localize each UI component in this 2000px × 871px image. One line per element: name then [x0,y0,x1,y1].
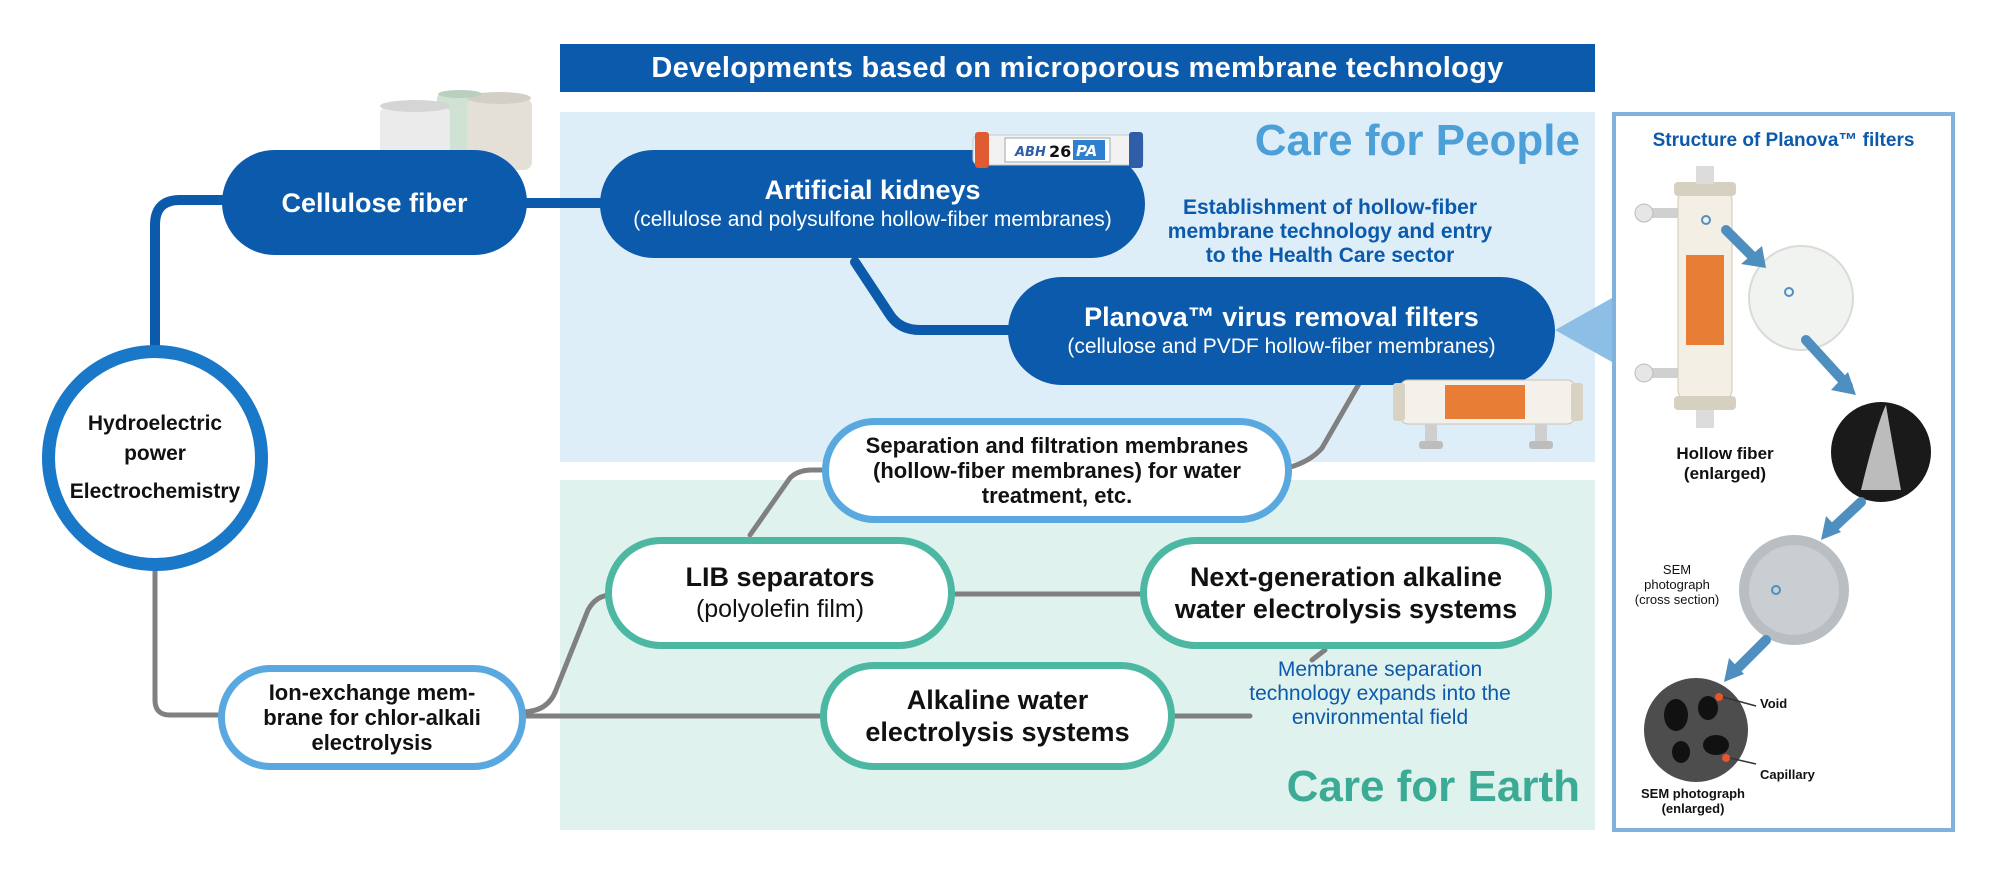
sem-cross-line2: photograph [1644,577,1710,592]
sem-enlarged-line1: SEM photograph [1641,786,1745,801]
origin-line1: Hydroelectric [87,412,223,435]
sem-cross-line1: SEM [1662,562,1692,577]
care-for-people-title: Care for People [1254,116,1580,165]
sem-enlarged-line2: (enlarged) [1661,801,1725,816]
environment-note-line3: environmental field [1291,706,1469,729]
lib-sub: (polyolefin film) [695,595,865,623]
sem-cross-line3: (cross section) [1634,592,1720,607]
hollow-fiber-line2: (enlarged) [1683,464,1767,483]
planova-title: Planova™ virus removal filters [1084,302,1479,332]
environment-note: Membrane separation technology expands i… [1200,658,1560,730]
alkaline-line2: electrolysis systems [865,717,1130,747]
line-lib-to-separation [747,467,833,538]
artificial-kidneys-title: Artificial kidneys [764,175,981,205]
planova-filter-product-image [1393,379,1583,449]
nextgen-electrolysis-node: Next-generation alkaline water electroly… [1140,537,1552,649]
ionex-line2: brane for chlor-alkali [263,705,481,730]
fiber-bundle-magnified [1748,245,1854,351]
product-num-text: 26 [1049,142,1071,161]
planova-sub: (cellulose and PVDF hollow-fiber membran… [1067,335,1496,358]
sem-cross-section-label: SEM photograph (cross section) [1622,562,1732,607]
care-for-earth-title: Care for Earth [1286,762,1580,811]
ion-exchange-node: Ion-exchange mem- brane for chlor-alkali… [218,665,526,770]
nextgen-line2: water electrolysis systems [1174,594,1518,624]
artificial-kidney-product-image: ABH 26 PA [972,132,1144,168]
healthcare-note-line3: to the Health Care sector [1205,244,1455,267]
separation-membranes-node: Separation and filtration membranes (hol… [822,418,1292,523]
healthcare-note-line1: Establishment of hollow-fiber [1182,196,1477,219]
cellulose-fiber-node: Cellulose fiber [222,150,527,255]
separation-line1: Separation and filtration membranes [865,433,1249,458]
line-origin-to-ionex [152,568,225,718]
nextgen-line1: Next-generation alkaline [1189,562,1503,592]
alkaline-line1: Alkaline water [906,685,1089,715]
origin-line2: power [124,442,186,465]
line-ionex-to-lib [519,592,615,715]
environment-note-line2: technology expands into the [1249,682,1511,705]
ionex-line1: Ion-exchange mem- [268,680,476,705]
environment-note-line1: Membrane separation [1277,658,1483,681]
planova-node: Planova™ virus removal filters (cellulos… [1008,277,1555,385]
healthcare-note-line2: membrane technology and entry [1167,220,1493,243]
product-brand-text: ABH [1014,145,1046,160]
lib-separators-node: LIB separators (polyolefin film) [605,537,955,649]
ionex-line3: electrolysis [311,730,433,755]
line-nextgen-to-note [1309,647,1328,663]
sem-enlarged-magnified [1644,678,1748,782]
hollow-fiber-line1: Hollow fiber [1676,444,1774,463]
origin-circle: Hydroelectric power Electrochemistry [42,345,268,571]
artificial-kidneys-sub: (cellulose and polysulfone hollow-fiber … [633,208,1112,231]
alkaline-electrolysis-node: Alkaline water electrolysis systems [820,662,1175,770]
capillary-label: Capillary [1760,767,1815,782]
artificial-kidneys-node: Artificial kidneys (cellulose and polysu… [600,150,1145,258]
line-origin-to-cellulose [150,195,235,350]
hollow-fiber-label: Hollow fiber (enlarged) [1670,444,1780,484]
panel-title: Structure of Planova™ filters [1652,130,1915,151]
banner-title: Developments based on microporous membra… [560,44,1595,92]
line-kidneys-to-planova [850,257,1015,335]
product-code-text: PA [1076,142,1097,160]
vertical-filter-image [1634,166,1736,428]
void-label: Void [1760,696,1788,711]
separation-line3: treatment, etc. [981,483,1133,508]
panel-pointer [1555,298,1612,362]
line-separation-to-planova [1284,379,1363,471]
origin-line3: Electrochemistry [69,480,241,503]
planova-structure-illustration [1634,166,1931,782]
cellulose-fiber-label: Cellulose fiber [281,187,468,218]
separation-line2: (hollow-fiber membranes) for water [873,458,1241,483]
sem-enlarged-label: SEM photograph (enlarged) [1628,786,1758,816]
healthcare-note: Establishment of hollow-fiber membrane t… [1150,196,1510,268]
lib-title: LIB separators [685,562,875,592]
